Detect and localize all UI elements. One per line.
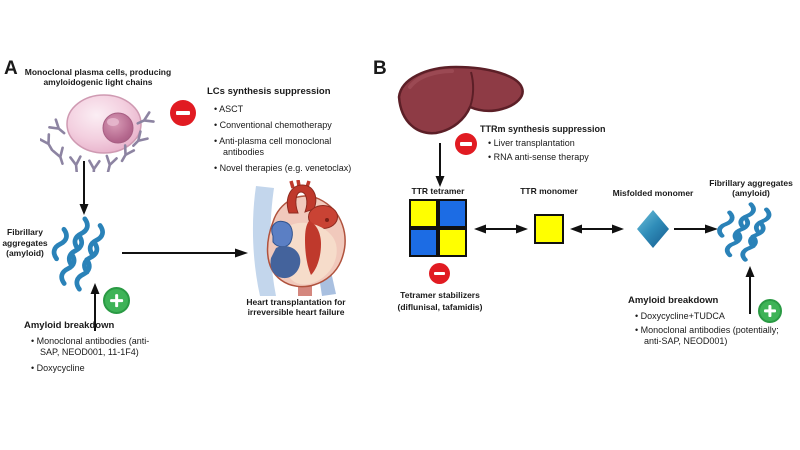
- minus-inhibition-icon: [455, 133, 477, 155]
- ttr-monomer-label: TTR monomer: [520, 186, 578, 196]
- arrow-right-misfolded-to-fibrils: [674, 224, 718, 234]
- arrow-up-breakdown-to-fibrils: [90, 283, 100, 331]
- tetramer-stabilizers-title: Tetramer stabilizers: [400, 290, 480, 300]
- fibrillary-aggregates-label: Fibrillary aggregates (amyloid): [2, 227, 48, 259]
- fibrillary-aggregates-label: Fibrillary aggregates (amyloid): [709, 178, 793, 199]
- plus-promotion-icon: [103, 287, 130, 314]
- arrow-down-cell-to-fibrils: [79, 161, 89, 215]
- plasma-cells-caption: Monoclonal plasma cells, producing amylo…: [24, 67, 172, 88]
- amyloid-breakdown-b-list: Doxycycline+TUDCA Monoclonal antibodies …: [635, 308, 785, 347]
- tetramer-subunit: [438, 199, 467, 228]
- minus-inhibition-icon: [429, 263, 450, 284]
- plasma-cell-illustration: [40, 94, 155, 172]
- arrow-right-fibrils-to-heart: [122, 248, 248, 258]
- arrow-down-liver-to-tetramer: [435, 143, 445, 187]
- misfolded-monomer-shape: [637, 210, 669, 248]
- arrow-up-breakdown-to-fibrils: [745, 266, 755, 314]
- list-item: Anti-plasma cell monoclonal antibodies: [214, 136, 343, 158]
- heart-illustration: [252, 180, 346, 296]
- list-item: Doxycycline+TUDCA: [635, 311, 785, 322]
- amyloid-fibrils-illustration: [716, 202, 780, 262]
- list-item: Conventional chemotherapy: [214, 120, 369, 131]
- arrow-double-monomer-misfolded: [570, 224, 624, 234]
- list-item: ASCT: [214, 104, 369, 115]
- amyloid-fibrils-illustration: [50, 216, 114, 292]
- amyloid-breakdown-a-title: Amyloid breakdown: [24, 320, 115, 331]
- arrow-double-tetramer-monomer: [474, 224, 528, 234]
- heart-caption: Heart transplantation for irreversible h…: [246, 297, 346, 318]
- list-item: Liver transplantation: [488, 138, 608, 149]
- ttrm-suppression-title: TTRm synthesis suppression: [480, 124, 606, 134]
- minus-inhibition-icon: [170, 100, 196, 126]
- ttrm-suppression-list: Liver transplantation RNA anti-sense the…: [488, 135, 608, 163]
- ttr-monomer-shape: [534, 214, 564, 244]
- ttr-tetramer-label: TTR tetramer: [411, 186, 465, 196]
- list-item: Doxycycline: [31, 363, 161, 374]
- panel-a-label: A: [4, 58, 18, 79]
- ttr-tetramer-shape: [409, 199, 467, 257]
- misfolded-monomer-label: Misfolded monomer: [612, 188, 694, 198]
- amyloid-breakdown-a-list: Monoclonal antibodies (anti-SAP, NEOD001…: [31, 333, 161, 374]
- tetramer-subunit: [409, 228, 438, 257]
- tetramer-subunit: [438, 228, 467, 257]
- tetramer-subunit: [409, 199, 438, 228]
- list-item: Monoclonal antibodies (potentially; anti…: [635, 325, 785, 347]
- list-item: Monoclonal antibodies (anti-SAP, NEOD001…: [31, 336, 161, 358]
- liver-illustration: [397, 65, 524, 135]
- list-item: Novel therapies (e.g. venetoclax): [214, 163, 369, 174]
- lcs-suppression-list: ASCT Conventional chemotherapy Anti-plas…: [214, 99, 369, 174]
- list-item: RNA anti-sense therapy: [488, 152, 608, 163]
- panel-b-label: B: [373, 58, 387, 79]
- amyloid-breakdown-b-title: Amyloid breakdown: [628, 295, 719, 306]
- lcs-suppression-title: LCs synthesis suppression: [207, 86, 331, 97]
- tetramer-stabilizers-subtitle: (diflunisal, tafamidis): [397, 302, 483, 312]
